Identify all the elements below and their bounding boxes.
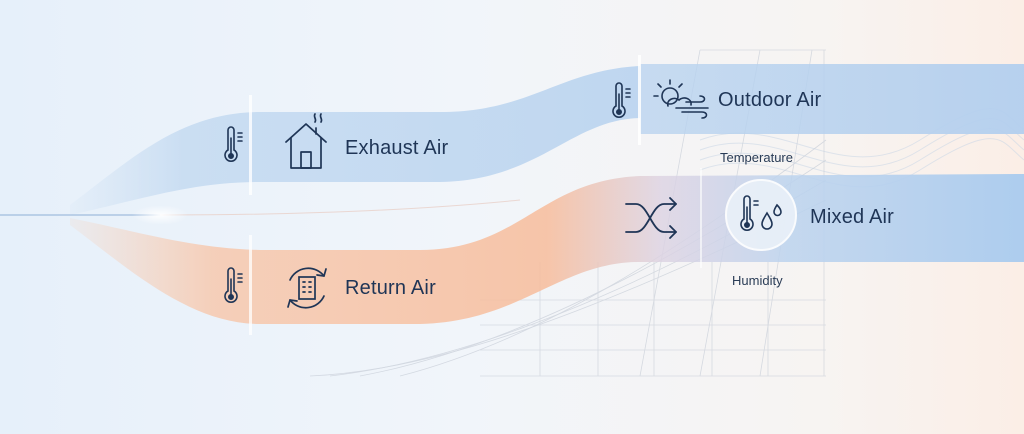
humidity-label: Humidity (732, 273, 783, 288)
glow-highlights (132, 55, 702, 335)
thermometer-icon (612, 82, 631, 118)
converge-lines (159, 199, 521, 216)
shuffle-icon (625, 197, 677, 239)
thermometer-icon (224, 267, 243, 303)
house-icon (285, 113, 327, 169)
temperature-label: Temperature (720, 150, 793, 165)
building-recycle-icon (287, 267, 327, 309)
outdoor-air-label: Outdoor Air (718, 89, 822, 111)
sun-cloud-wind-icon (653, 79, 709, 119)
return-air-label: Return Air (345, 277, 436, 299)
exhaust-air-band (70, 66, 640, 215)
exhaust-air-label: Exhaust Air (345, 137, 449, 159)
mixed-air-indicator (725, 179, 797, 251)
thermometer-droplet-icon (740, 195, 782, 231)
thermometer-icon (224, 126, 243, 162)
mixed-air-label: Mixed Air (810, 206, 895, 228)
return-mixed-band (70, 174, 1024, 324)
outdoor-air-band (640, 64, 1024, 134)
